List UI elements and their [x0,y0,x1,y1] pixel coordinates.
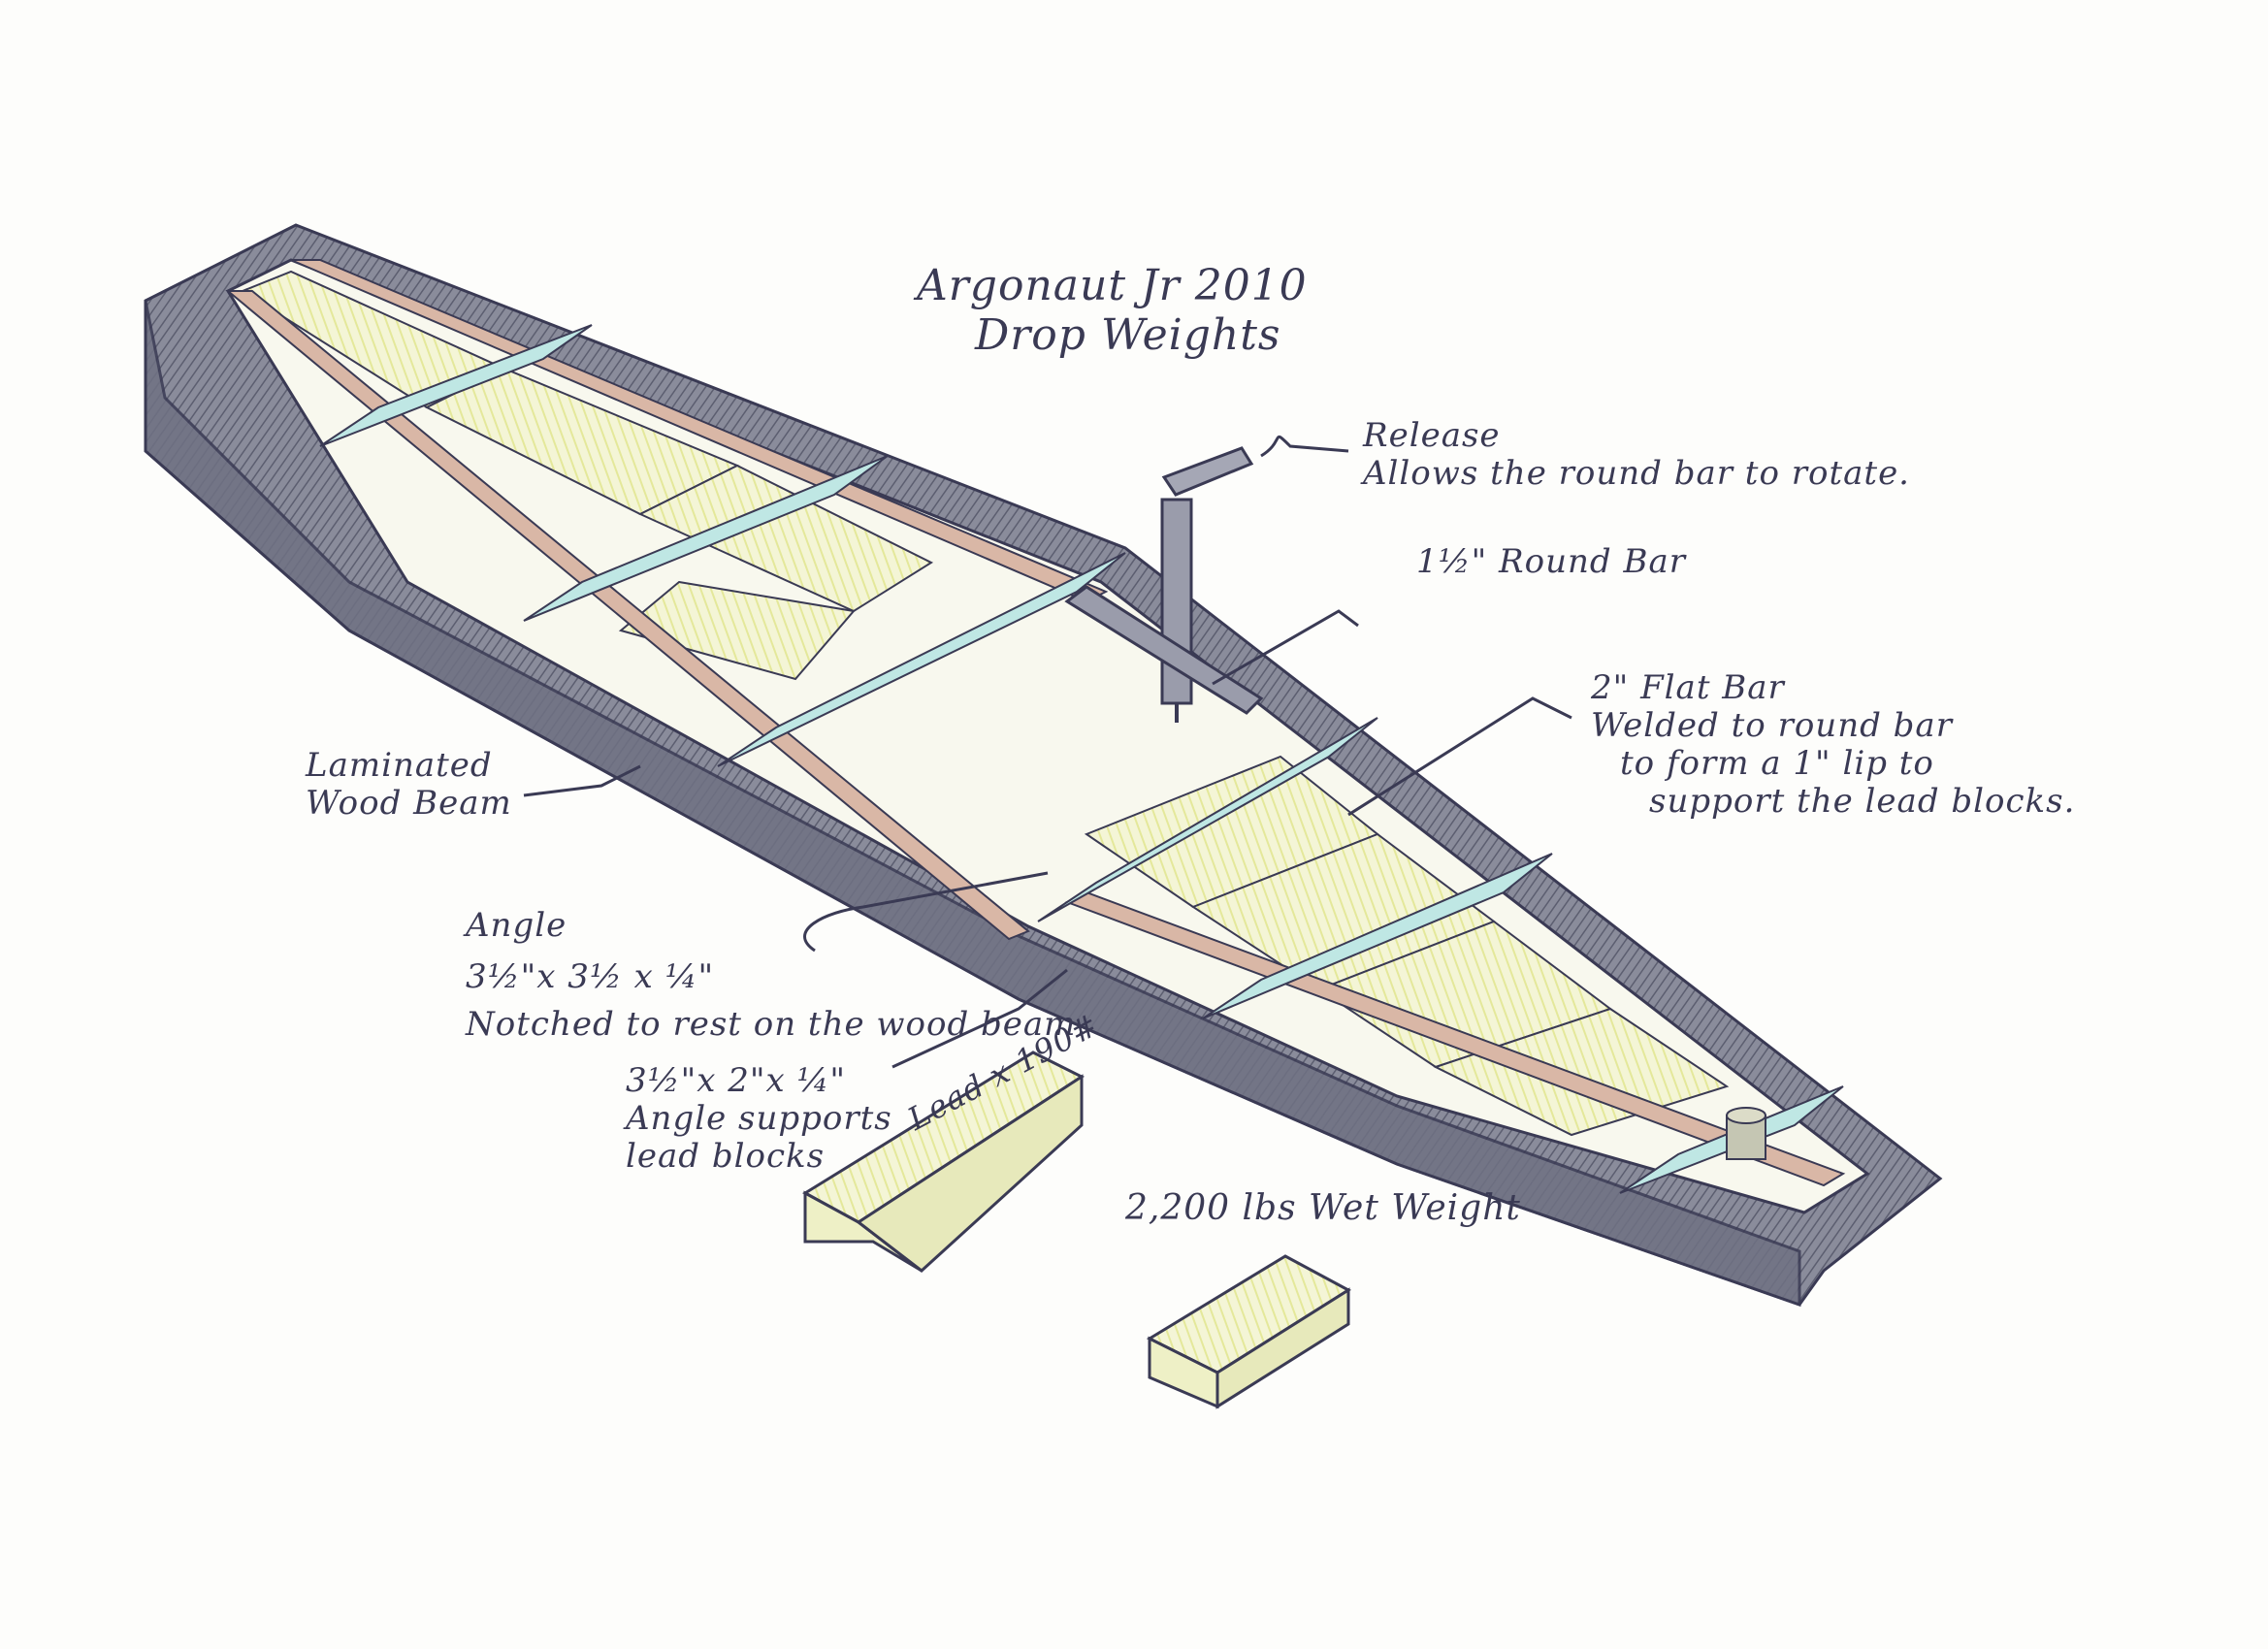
angle-strap [1037,717,1378,922]
lead-block-large-front [803,1190,923,1273]
angle-strap [1202,853,1553,1019]
label-flat-bar: 2" Flat Bar Welded to round bar to form … [1591,668,2076,822]
label-angle-line2: 3½"x 3½ x ¼" [466,957,715,997]
wood-beams [225,259,1846,1187]
label-round-bar-text: 1½" Round Bar [1416,542,1686,581]
loose-lead-blocks [802,1051,1351,1409]
label-wood-beam: Laminated Wood Beam [306,746,512,824]
end-bracket [1726,1107,1766,1160]
leader-wood-beam [523,764,641,797]
label-release-line1: Release [1363,416,1501,455]
diagram-title-line2: Drop Weights [975,309,1281,360]
round-bar-release [1064,446,1264,723]
label-angle-support-line2: Angle supports [626,1099,892,1139]
leader-release [1260,435,1349,458]
label-flat-bar-line1: 2" Flat Bar [1591,668,1785,707]
frame-front-face [144,300,1801,1308]
leader-round-bar [1212,609,1359,686]
angle-strap [319,324,593,447]
label-angle-support-line1: 3½"x 2"x ¼" [626,1061,847,1100]
lead-block-large-side [856,1074,1084,1273]
label-angle-line1: Angle [466,906,567,945]
label-angle-support: 3½"x 2"x ¼" Angle supports lead blocks [626,1061,892,1177]
label-round-bar: 1½" Round Bar [1416,542,1686,581]
label-release: Release Allows the round bar to rotate. [1363,416,1910,494]
leader-angle-support [891,968,1068,1069]
label-flat-bar-line2: Welded to round bar [1591,706,1953,746]
label-wet-weight: 2,200 lbs Wet Weight [1125,1188,1521,1228]
leader-flat-bar [1347,696,1572,817]
leader-lines [523,435,1572,1069]
label-flat-bar-line3: to form a 1" lip to [1620,744,1934,784]
diagram-title-line1: Argonaut Jr 2010 [917,261,1308,310]
label-wood-beam-line2: Wood Beam [306,784,512,824]
label-wet-weight-text: 2,200 lbs Wet Weight [1125,1188,1521,1228]
diagram-title: Argonaut Jr 2010 Drop Weights [917,261,1308,360]
label-angle: Angle 3½"x 3½ x ¼" Notched to rest on th… [466,906,1088,1045]
angle-strap [717,552,1126,767]
label-flat-bar-line4: support the lead blocks. [1649,782,2076,822]
label-angle-line3: Notched to rest on the wood beam. [466,1005,1088,1045]
angle-strap [523,455,889,622]
leader-angle [803,871,1049,953]
lead-block-small-end [1215,1287,1350,1409]
label-wood-beam-line1: Laminated [306,746,493,785]
label-release-line2: Allows the round bar to rotate. [1363,454,1910,494]
label-angle-support-line3: lead blocks [626,1137,826,1177]
